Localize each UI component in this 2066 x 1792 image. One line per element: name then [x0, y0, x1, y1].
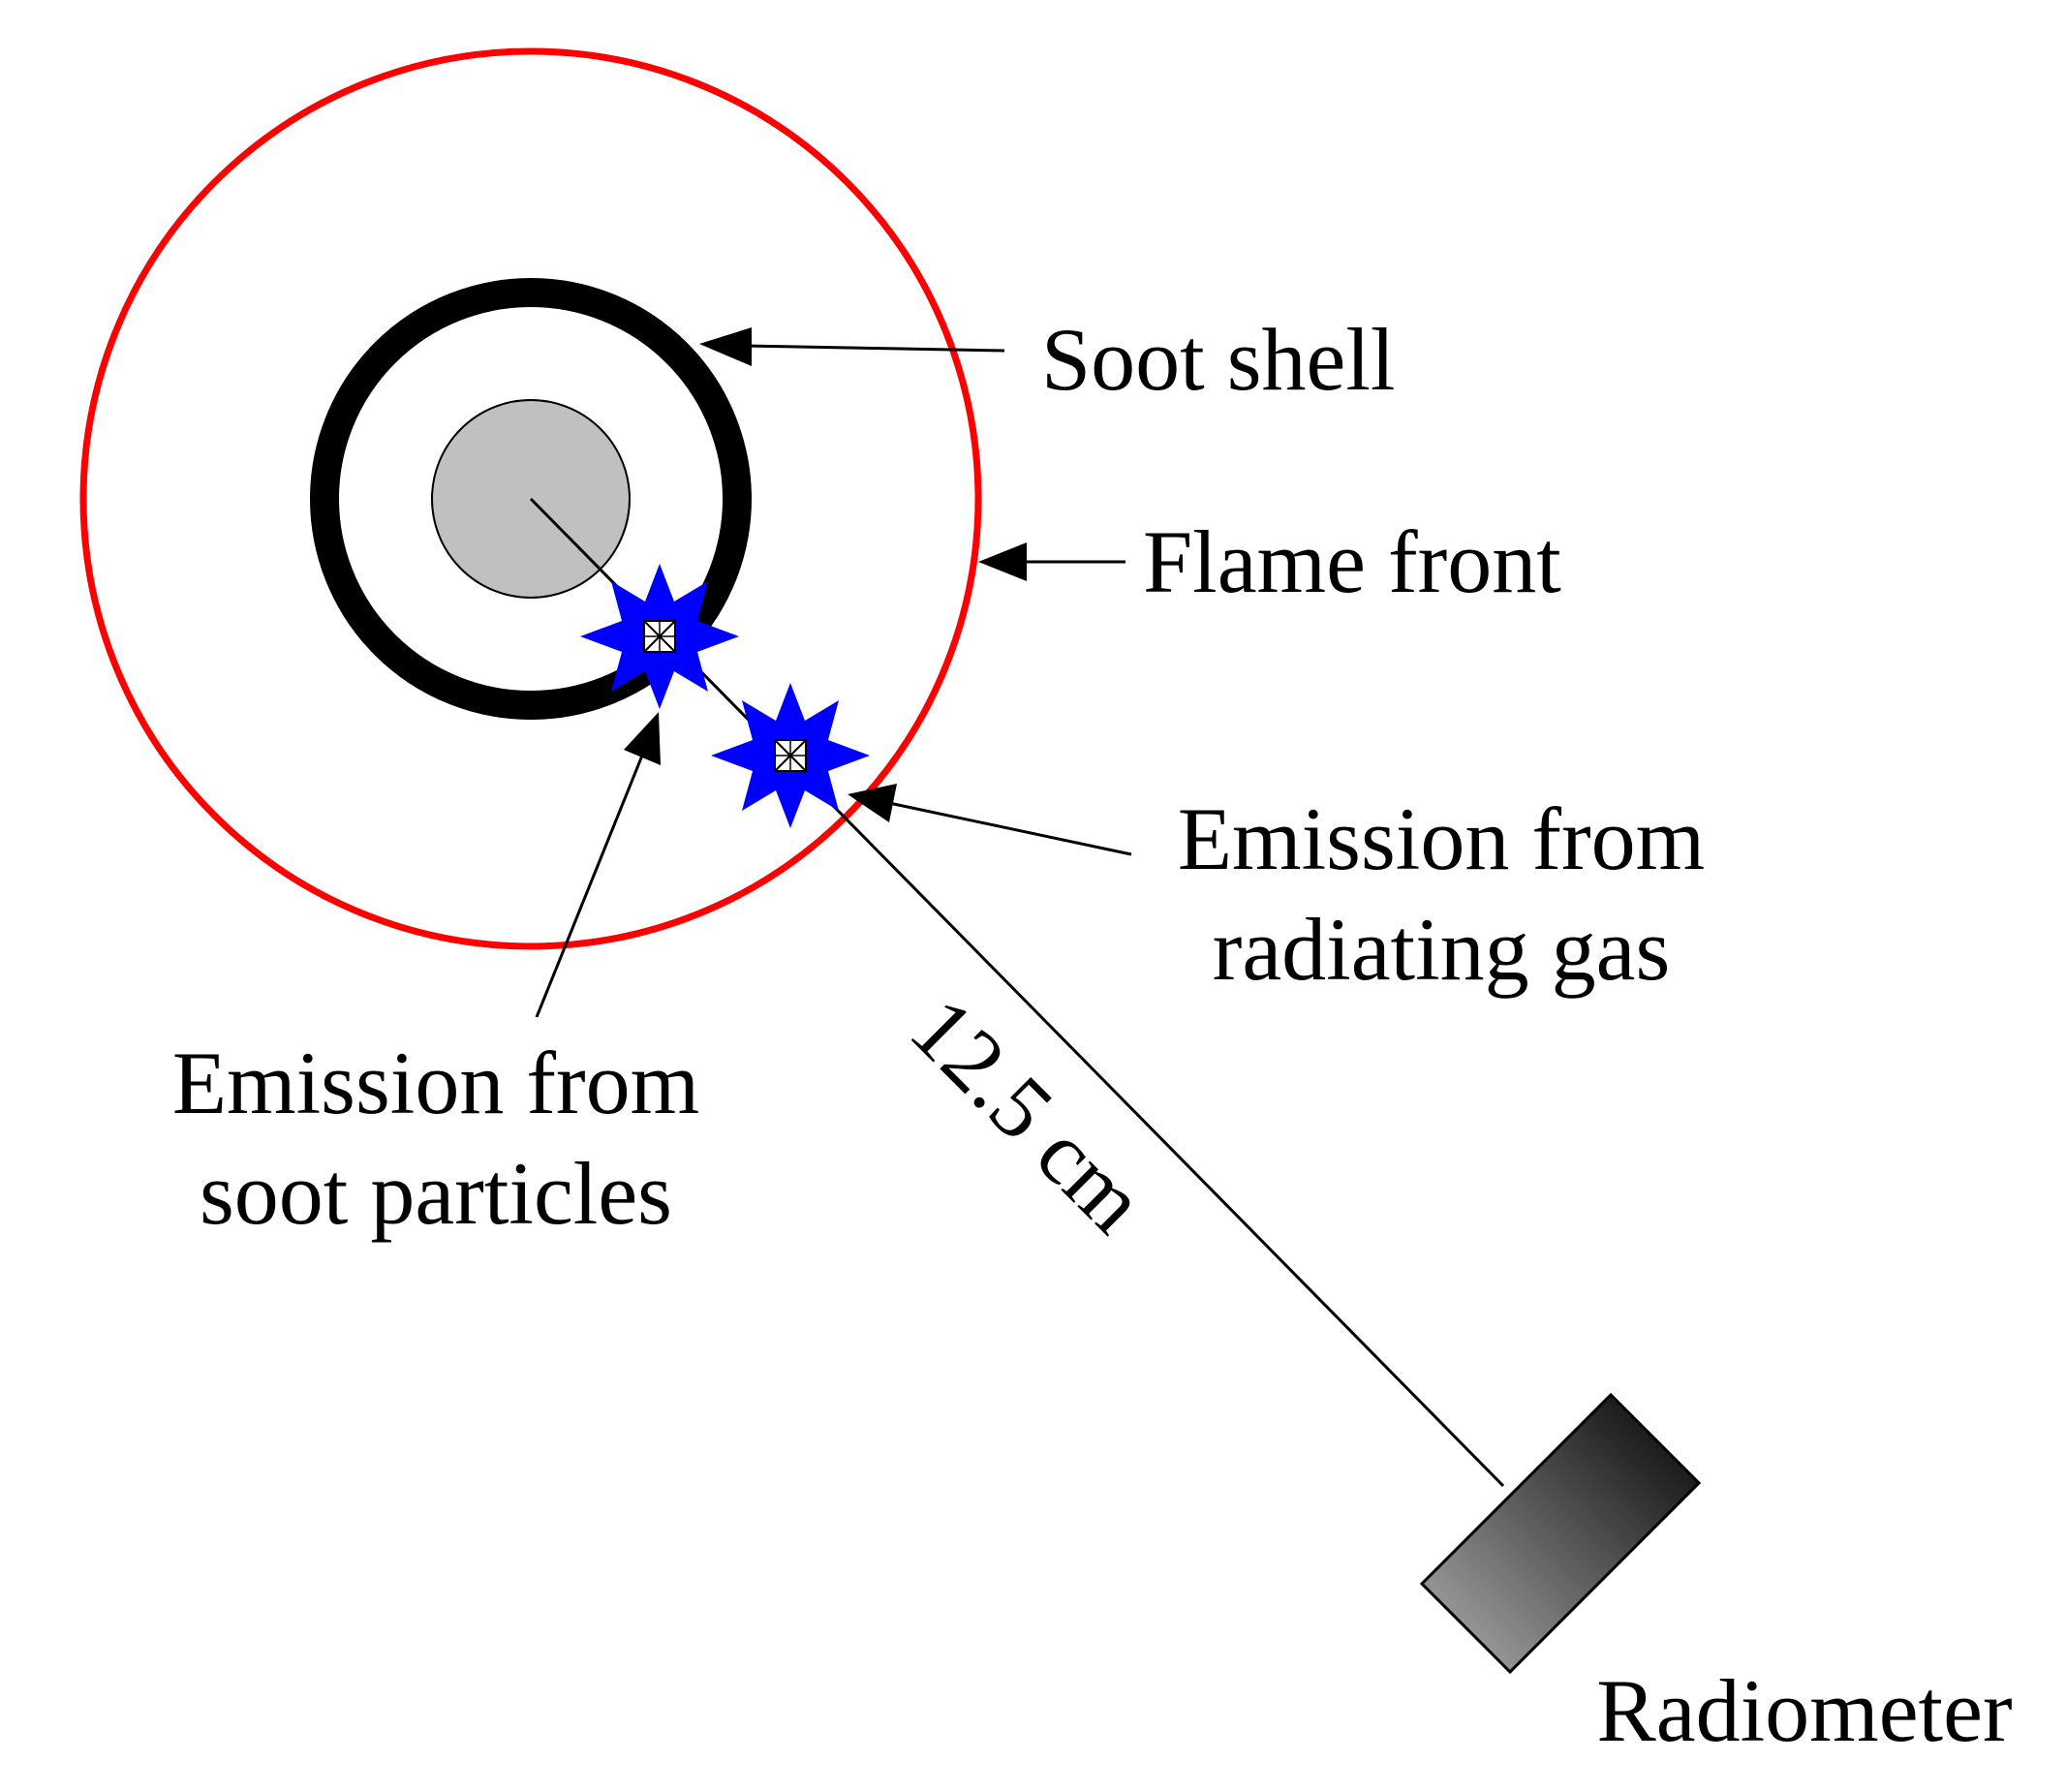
gas-emission-label-line2: radiating gas	[1213, 900, 1671, 999]
gas-emission-burst	[711, 683, 870, 828]
soot-shell-arrow	[699, 327, 1005, 366]
soot-shell-label: Soot shell	[1041, 310, 1395, 409]
soot-emission-label-line2: soot particles	[200, 1144, 672, 1243]
soot-emission-label-line1: Emission from	[172, 1034, 699, 1132]
flame-front-arrow	[978, 542, 1126, 581]
flame-front-label: Flame front	[1143, 512, 1561, 611]
soot-shell-ring	[310, 278, 752, 720]
soot-emission-arrow	[535, 712, 661, 1018]
radiometer-label: Radiometer	[1596, 1661, 2012, 1760]
soot-emission-burst	[580, 564, 739, 709]
gas-emission-label-line1: Emission from	[1178, 789, 1705, 888]
gas-emission-arrow	[848, 784, 1132, 856]
distance-label: 12.5 cm	[892, 978, 1165, 1251]
radiometer-device	[1419, 1392, 1702, 1675]
flame-front-circle	[79, 47, 982, 950]
